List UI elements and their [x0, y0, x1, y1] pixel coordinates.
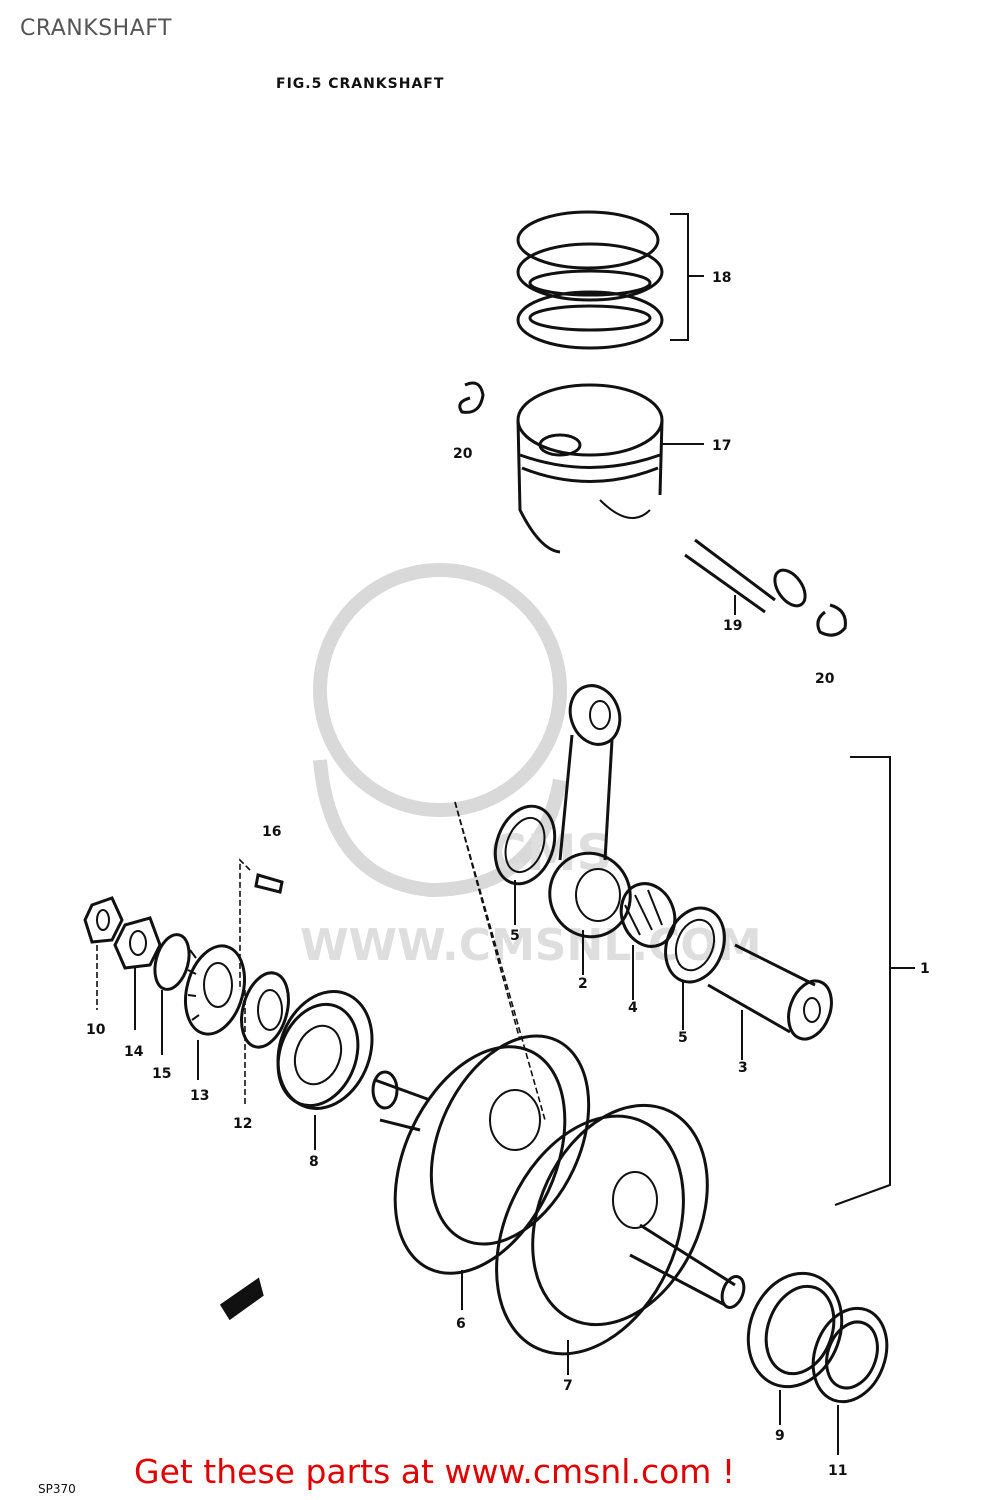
watermark-url: WWW.CMSNL.COM [300, 920, 762, 971]
oil-seal [811, 1306, 889, 1455]
callout-8: 8 [309, 1154, 319, 1170]
needle-bearing [619, 882, 677, 948]
callout-12: 12 [233, 1116, 252, 1132]
callout-10: 10 [86, 1022, 106, 1038]
piston [516, 383, 704, 554]
piston-pin [684, 538, 807, 615]
leader-lines [454, 756, 915, 1375]
callout-14: 14 [124, 1044, 144, 1060]
callout-2: 2 [578, 976, 588, 992]
callout-3: 3 [738, 1060, 748, 1076]
crank-pin [707, 943, 833, 1041]
callout-11: 11 [828, 1463, 847, 1479]
callout-6: 6 [456, 1316, 466, 1332]
callout-17: 17 [712, 438, 731, 454]
callout-9: 9 [775, 1428, 785, 1444]
diagram-code: SP370 [38, 1482, 76, 1496]
figure-title: FIG.5 CRANKSHAFT [276, 76, 445, 92]
callout-5b: 5 [678, 1030, 688, 1046]
page-title: CRANKSHAFT [20, 16, 172, 41]
callout-1: 1 [920, 961, 930, 977]
callout-4: 4 [628, 1000, 638, 1016]
callout-18: 18 [712, 270, 731, 286]
get-parts-link[interactable]: Get these parts at www.cmsnl.com ! [134, 1452, 736, 1491]
watermark-logo-circle [313, 563, 567, 817]
callout-labels: 1 2 3 4 5 5 6 7 8 9 10 11 12 13 14 15 16… [86, 270, 930, 1479]
primary-gear-large [184, 944, 246, 1080]
callout-19: 19 [723, 618, 742, 634]
crankshaft-nut [113, 916, 162, 1030]
callout-20a: 20 [453, 446, 473, 462]
circlip-lower [816, 603, 847, 637]
connecting-rod [548, 684, 632, 939]
crank-wheel-right [495, 1103, 746, 1356]
front-arrow-icon [219, 1277, 264, 1321]
callout-5a: 5 [510, 928, 520, 944]
thrust-washer-left [493, 804, 557, 886]
watermark-logo-body [313, 759, 567, 898]
main-bearing-right [746, 1271, 844, 1425]
callout-16: 16 [262, 824, 281, 840]
lock-washer [153, 933, 191, 1055]
callout-13: 13 [190, 1088, 209, 1104]
small-nut [83, 896, 124, 1010]
callout-20b: 20 [815, 671, 835, 687]
main-bearing-left [276, 990, 374, 1150]
woodruff-key [239, 858, 284, 990]
piston-rings [516, 210, 704, 350]
circlip-upper [458, 381, 485, 414]
primary-gear-small [240, 971, 290, 1105]
callout-7: 7 [563, 1378, 573, 1394]
callout-15: 15 [152, 1066, 171, 1082]
crank-wheel-left [371, 1034, 591, 1275]
